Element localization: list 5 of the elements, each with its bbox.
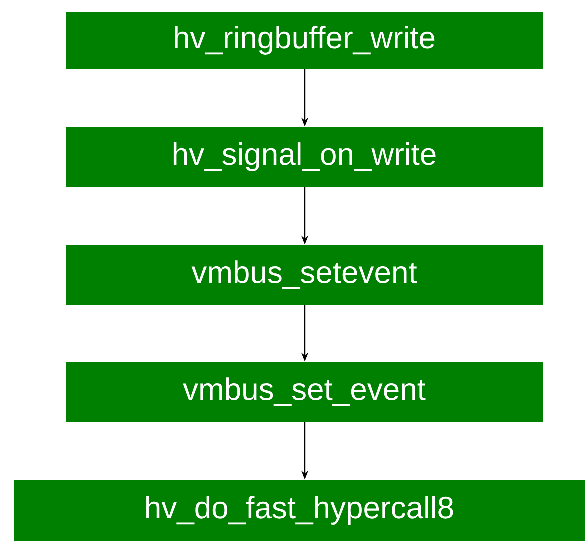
function-box: hv_ringbuffer_write <box>66 12 543 69</box>
function-box: hv_do_fast_hypercall8 <box>14 480 585 541</box>
function-box: hv_signal_on_write <box>66 127 543 187</box>
function-box: vmbus_setevent <box>66 245 543 305</box>
function-box: vmbus_set_event <box>66 362 543 422</box>
